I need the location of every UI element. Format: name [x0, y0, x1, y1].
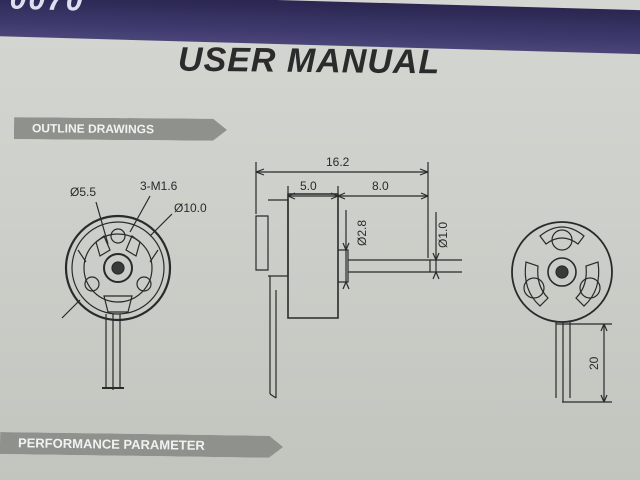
dim-total-length: 16.2	[326, 155, 350, 169]
dim-dia-small: Ø5.5	[70, 185, 96, 199]
dim-hub-dia: Ø2.8	[355, 220, 369, 246]
dim-shaft-length: 8.0	[372, 179, 389, 193]
dim-screws: 3-M1.6	[140, 179, 178, 193]
dim-body-length: 5.0	[300, 179, 317, 193]
dim-dia-large: Ø10.0	[174, 201, 207, 215]
side-view-drawing	[255, 162, 462, 399]
section-performance-parameter: PERFORMANCE PARAMETER	[0, 432, 283, 458]
dim-lead-length: 20	[587, 356, 601, 370]
back-view-drawing	[511, 221, 613, 403]
dim-shaft-dia: Ø1.0	[436, 222, 450, 248]
front-view-drawing	[61, 195, 173, 390]
